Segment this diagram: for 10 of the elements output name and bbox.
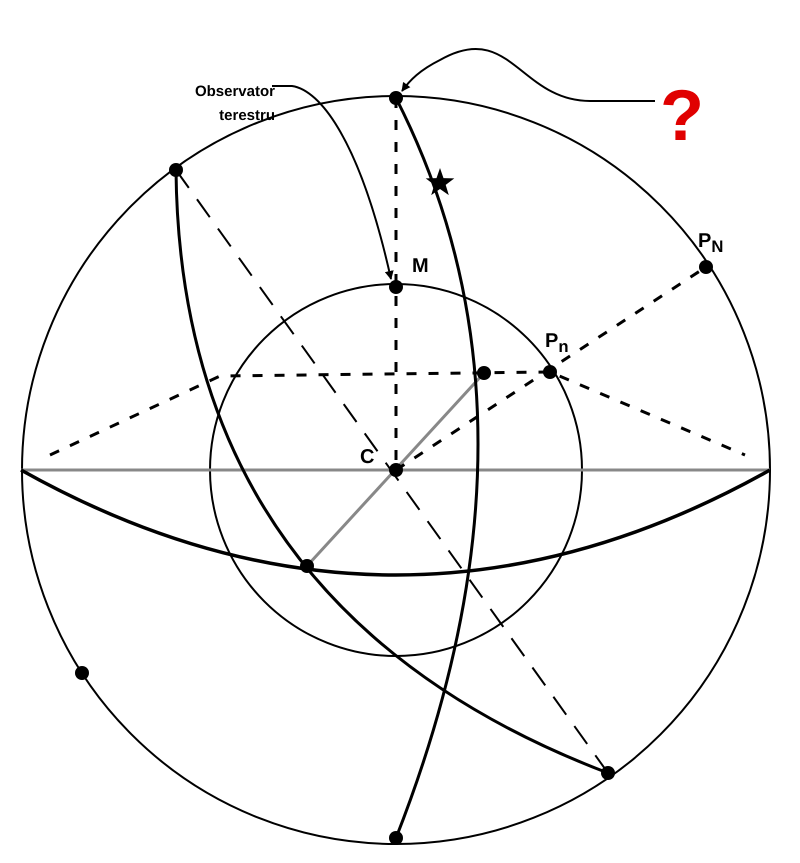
question-mark: ? — [660, 80, 704, 152]
leader-arrow — [272, 85, 394, 280]
point-label: C — [360, 446, 374, 469]
leader-arrow — [401, 48, 655, 102]
point-label: P$_{N}$ — [698, 230, 724, 257]
point-label: M — [412, 255, 429, 278]
observer-label: Observator terestru — [175, 80, 275, 128]
zenith-point — [389, 91, 403, 105]
point-label: P$_{n}$ — [545, 330, 569, 357]
point-marker — [389, 280, 403, 294]
